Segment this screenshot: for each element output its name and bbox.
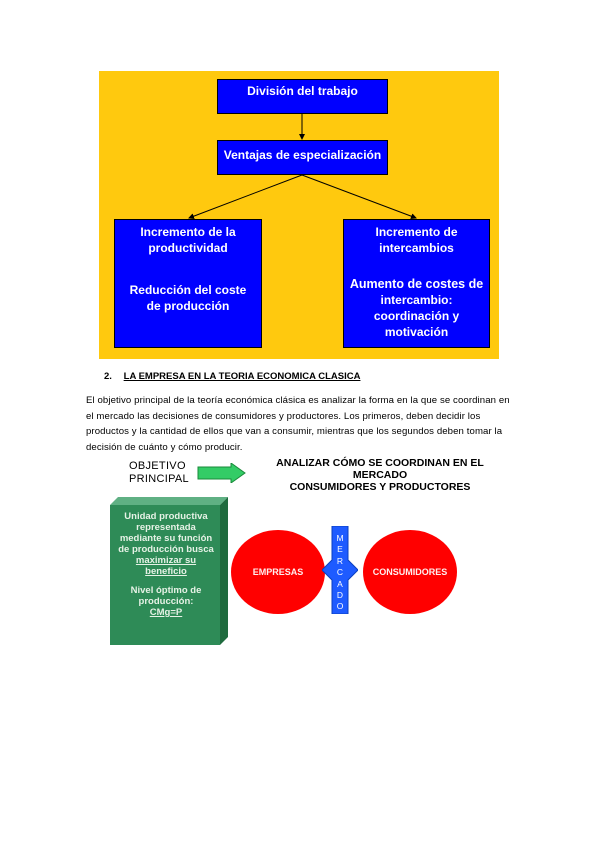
unidad-line8: producción:	[138, 596, 194, 607]
analizar-coordinan-text: ANALIZAR CÓMO SE COORDINAN EN EL MERCADO…	[262, 457, 498, 493]
unidad-line2: representada	[136, 522, 196, 533]
incremento-intercambios-box: Incremento de intercambios Aumento de co…	[343, 219, 490, 348]
unidad-productiva-box	[110, 497, 228, 645]
ventajas-especializacion-box: Ventajas de especialización	[217, 140, 388, 175]
section-number: 2.	[104, 371, 112, 382]
section-heading: 2. LA EMPRESA EN LA TEORIA ECONOMICA CLA…	[104, 371, 360, 382]
mercado-letter: O	[336, 601, 344, 612]
empresas-label: EMPRESAS	[252, 567, 304, 577]
unidad-line1: Unidad productiva	[124, 511, 208, 522]
mercado-vertical-label: M E R C A D O	[334, 533, 346, 613]
consumidores-label: CONSUMIDORES	[372, 567, 448, 577]
mercado-double-arrow-icon	[322, 526, 358, 614]
reduccion-coste-text: Reducción del coste de producción	[115, 282, 261, 314]
empresas-circle: EMPRESAS	[231, 530, 325, 614]
unidad-line9: CMg=P	[149, 607, 183, 618]
mercado-letter: R	[336, 555, 344, 566]
unidad-line3: mediante su función	[119, 533, 213, 544]
consumidores-circle: CONSUMIDORES	[363, 530, 457, 614]
green-right-arrow-icon	[197, 463, 246, 483]
reduccion-line2: de producción	[146, 299, 230, 313]
mercado-letter: A	[337, 578, 343, 589]
objetivo-line2: PRINCIPAL	[129, 473, 189, 485]
objetivo-line1: OBJETIVO	[129, 460, 186, 472]
section-title: LA EMPRESA EN LA TEORIA ECONOMICA CLASIC…	[123, 371, 361, 382]
aumento-costes-text: Aumento de costes de intercambio: coordi…	[344, 276, 489, 340]
analizar-line1: ANALIZAR CÓMO SE COORDINAN EN EL	[276, 457, 484, 469]
unidad-line7: Nivel óptimo de	[130, 585, 202, 596]
reduccion-line1: Reducción del coste	[129, 283, 247, 297]
mercado-letter: D	[336, 590, 344, 601]
mercado-letter: E	[337, 544, 343, 555]
mercado-letter: C	[336, 567, 344, 578]
aumento-line3: coordinación y	[373, 309, 460, 323]
analizar-line3: CONSUMIDORES Y PRODUCTORES	[289, 481, 471, 493]
intercambios-title-line1: Incremento de	[375, 225, 458, 239]
aumento-line1: Aumento de costes de	[349, 277, 484, 291]
division-trabajo-label: División del trabajo	[247, 84, 358, 98]
arrow-ventajas-to-productividad	[188, 174, 303, 220]
productividad-title-line1: Incremento de la	[140, 225, 236, 239]
unidad-line5: maximizar su	[135, 555, 197, 566]
body-paragraph: El objetivo principal de la teoría econó…	[86, 395, 510, 453]
ventajas-especializacion-label: Ventajas de especialización	[223, 148, 382, 162]
division-trabajo-diagram: División del trabajo Ventajas de especia…	[99, 71, 499, 359]
aumento-line2: intercambio:	[380, 293, 453, 307]
objetivo-principal-label: OBJETIVO PRINCIPAL	[129, 460, 189, 486]
unidad-productiva-text: Unidad productiva representada mediante …	[116, 511, 216, 618]
arrow-ventajas-to-intercambios	[301, 174, 417, 220]
unidad-line6: beneficio	[145, 566, 187, 577]
analizar-line2: MERCADO	[352, 469, 408, 481]
mercado-letter: M	[336, 533, 344, 543]
unidad-line4: de producción busca	[118, 544, 214, 555]
incremento-productividad-box: Incremento de la productividad Reducción…	[114, 219, 262, 348]
productividad-title-line2: productividad	[148, 241, 228, 255]
division-trabajo-box: División del trabajo	[217, 79, 388, 114]
aumento-line4: motivación	[384, 325, 449, 339]
intercambios-title-line2: intercambios	[379, 241, 454, 255]
